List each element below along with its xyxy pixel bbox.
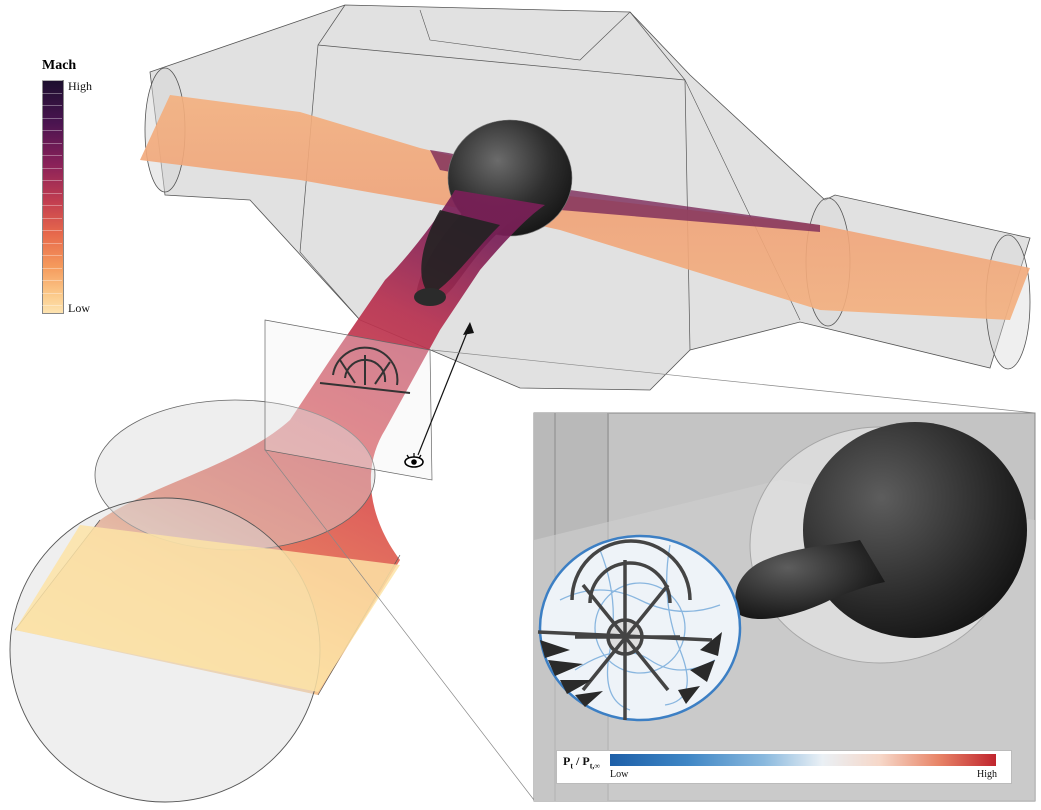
settling-chamber [9,399,401,803]
mach-colorbar-ticks [42,80,62,312]
mach-legend-title: Mach [42,58,77,73]
mach-legend-high: High [68,79,92,93]
eye-icon [404,453,424,468]
pressure-legend-high: High [977,769,997,780]
measurement-plane [264,319,474,481]
mach-legend-low: Low [68,301,90,315]
pressure-label-p: P [563,754,571,768]
rake-probe [319,346,411,394]
inset-rake [537,539,713,720]
pressure-legend-low: Low [610,769,629,780]
pressure-legend: Pt / Pt,∞ Low High [556,750,1012,784]
mach-colorbar [42,80,64,314]
mach-contour-horizontal [140,95,1030,320]
vortex-generators [540,632,722,707]
pressure-label-sep: / P [573,754,590,768]
pressure-legend-label: Pt / Pt,∞ [563,754,600,770]
pressure-label-sub2: t,∞ [589,761,601,771]
pressure-colorbar [610,754,996,766]
inset-view [533,412,1036,802]
pressure-label-sub: t [570,761,574,771]
